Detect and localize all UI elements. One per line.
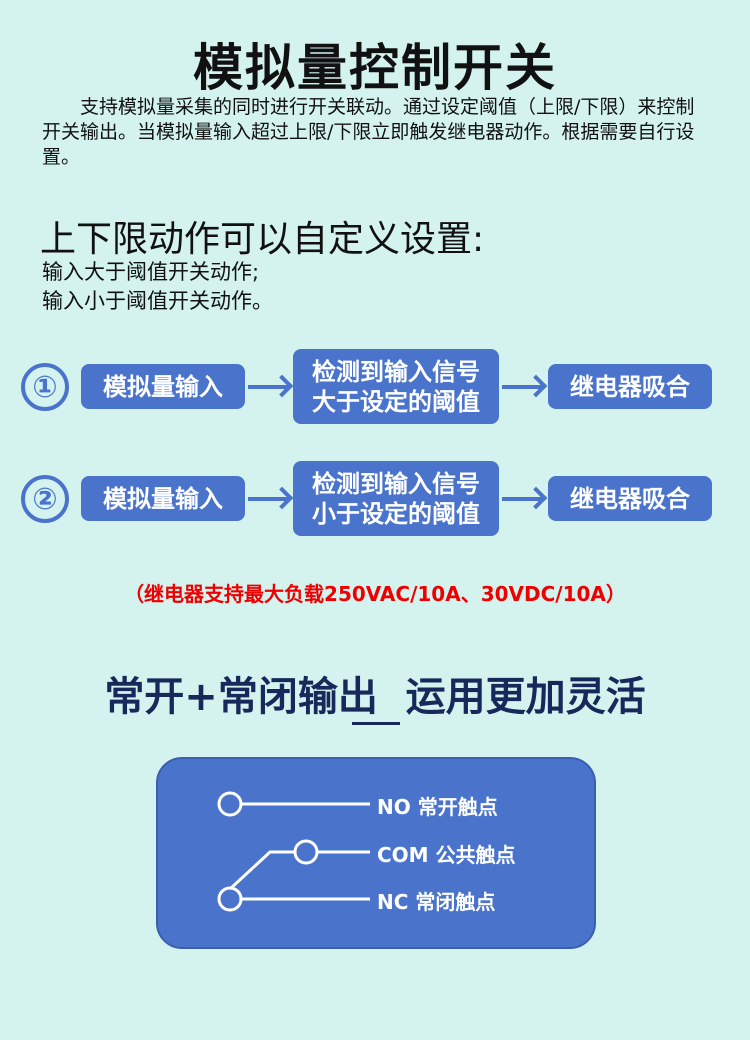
arrow-right-icon — [502, 385, 542, 389]
arrow-right-icon — [248, 497, 288, 501]
step-number-1: ① — [21, 363, 69, 411]
com-contact-label: COM 公共触点 — [377, 843, 516, 867]
detect-line-2: 小于设定的阈值 — [312, 499, 480, 528]
contact-diagram: NO 常开触点 COM 公共触点 NC 常闭触点 — [156, 757, 596, 949]
relay-close-box: 继电器吸合 — [548, 364, 712, 409]
analog-input-box: 模拟量输入 — [81, 364, 245, 409]
custom-line-1: 输入大于阈值开关动作; — [42, 260, 260, 284]
intro-paragraph: 支持模拟量采集的同时进行开关联动。通过设定阈值（上限/下限）来控制开关输出。当模… — [42, 96, 695, 168]
section-heading: 常开+常闭输出 运用更加灵活 — [104, 674, 646, 720]
no-contact-label: NO 常开触点 — [377, 795, 498, 819]
relay-close-box: 继电器吸合 — [548, 476, 712, 521]
heading-underline — [352, 722, 400, 725]
arrow-right-icon — [248, 385, 288, 389]
detect-line-1: 检测到输入信号 — [312, 469, 480, 498]
custom-heading: 上下限动作可以自定义设置: — [40, 219, 485, 260]
step-number-2: ② — [21, 475, 69, 523]
load-note: （继电器支持最大负载250VAC/10A、30VDC/10A） — [124, 582, 626, 606]
analog-input-box: 模拟量输入 — [81, 476, 245, 521]
detect-box: 检测到输入信号 大于设定的阈值 — [293, 349, 499, 424]
custom-line-2: 输入小于阈值开关动作。 — [42, 289, 273, 313]
contact-wiring-icon — [217, 791, 370, 912]
nc-contact-label: NC 常闭触点 — [377, 890, 496, 914]
detect-box: 检测到输入信号 小于设定的阈值 — [293, 461, 499, 536]
detect-line-2: 大于设定的阈值 — [312, 387, 480, 416]
arrow-right-icon — [502, 497, 542, 501]
detect-line-1: 检测到输入信号 — [312, 357, 480, 386]
page-title: 模拟量控制开关 — [193, 39, 557, 97]
